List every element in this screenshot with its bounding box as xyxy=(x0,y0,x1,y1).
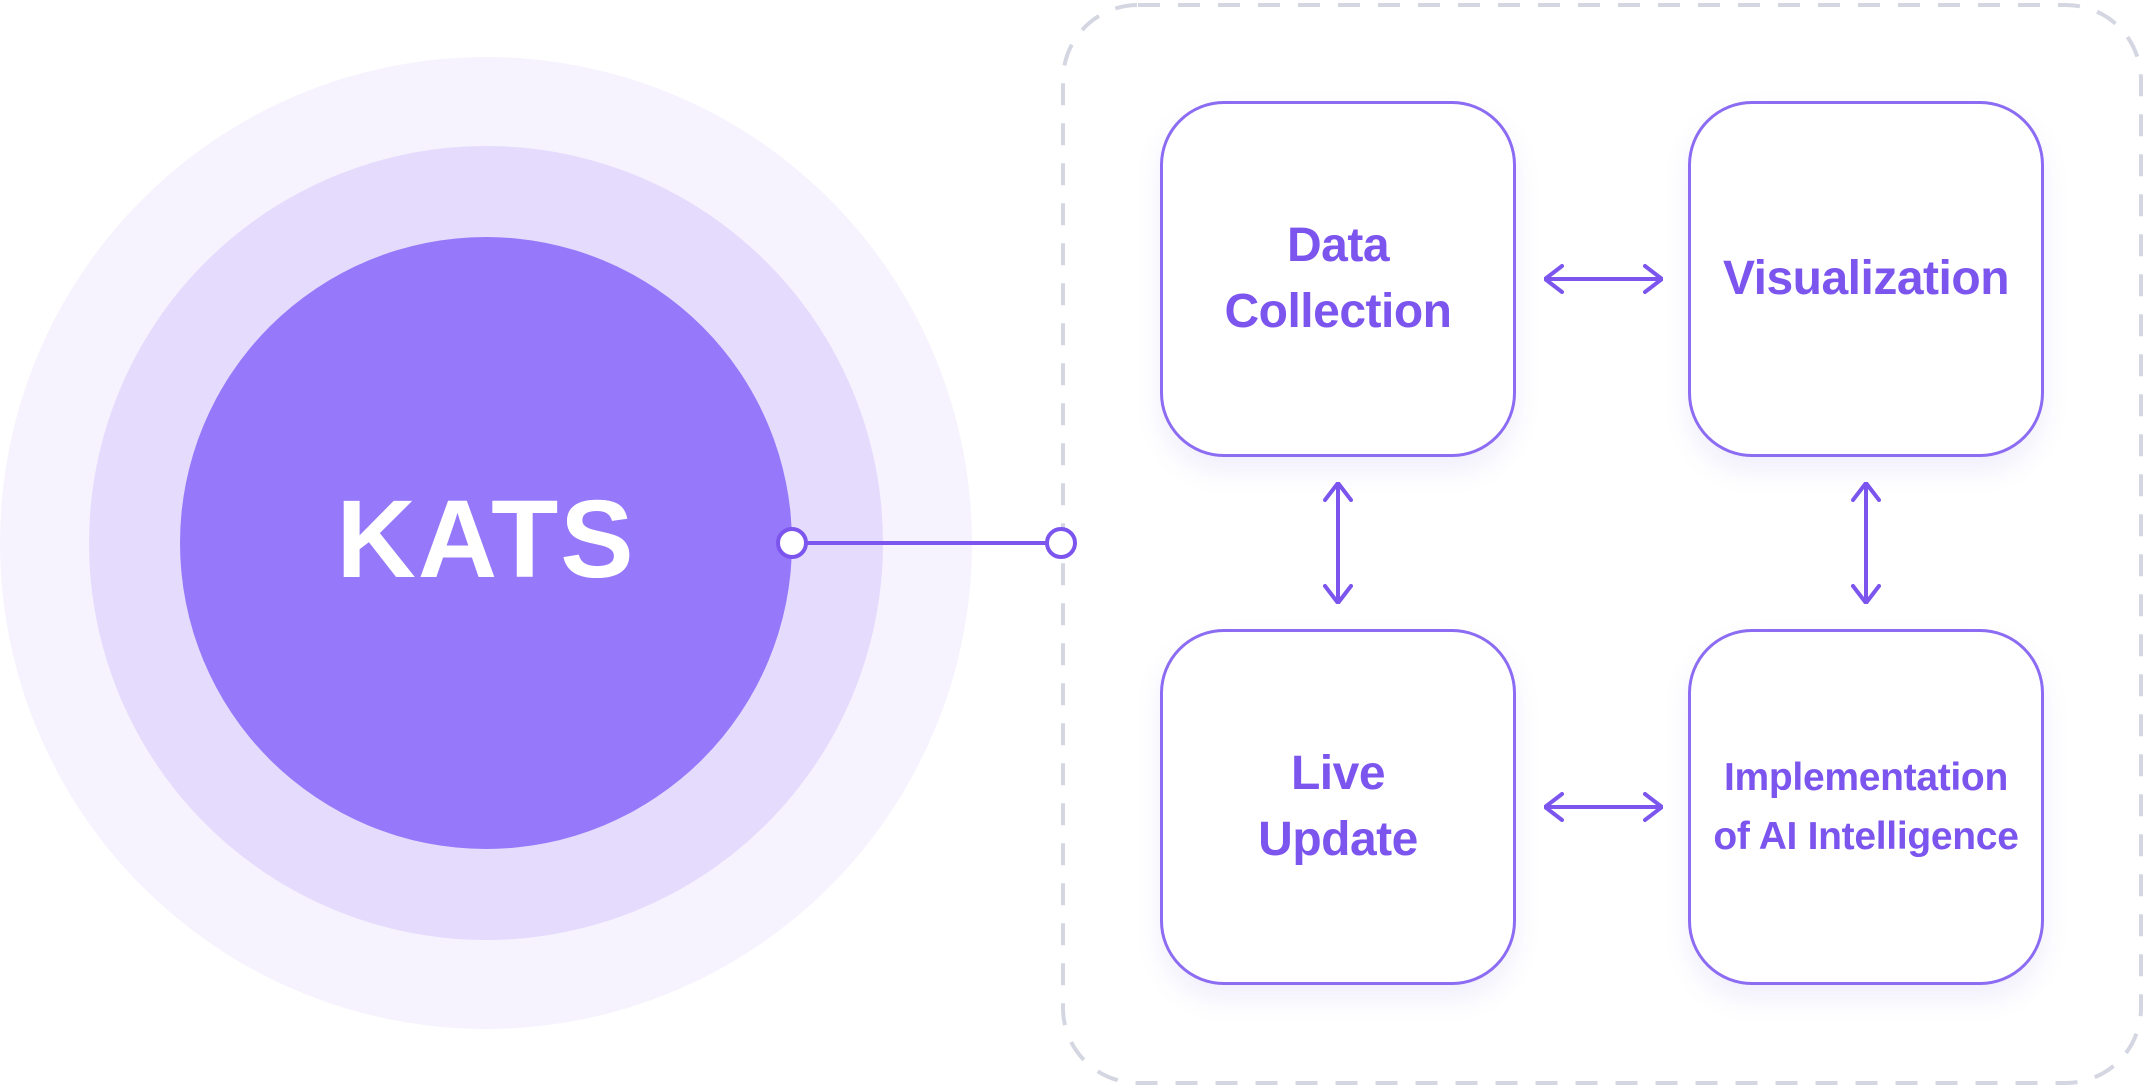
core-circle xyxy=(180,237,792,849)
data-collection-label: Data Collection xyxy=(1224,219,1452,338)
visualization-box: Visualization xyxy=(1688,101,2044,457)
data-collection-box: Data Collection xyxy=(1160,101,1516,457)
core-label: KATS xyxy=(336,478,636,601)
live-update-label: Live Update xyxy=(1258,747,1418,866)
connector-node-end xyxy=(1045,527,1077,559)
live-update-box: Live Update xyxy=(1160,629,1516,985)
ai-implementation-label: Implementation of AI Intelligence xyxy=(1713,756,2019,858)
ai-implementation-box: Implementation of AI Intelligence xyxy=(1688,629,2044,985)
visualization-label: Visualization xyxy=(1722,252,2010,305)
connector-node-start xyxy=(776,527,808,559)
